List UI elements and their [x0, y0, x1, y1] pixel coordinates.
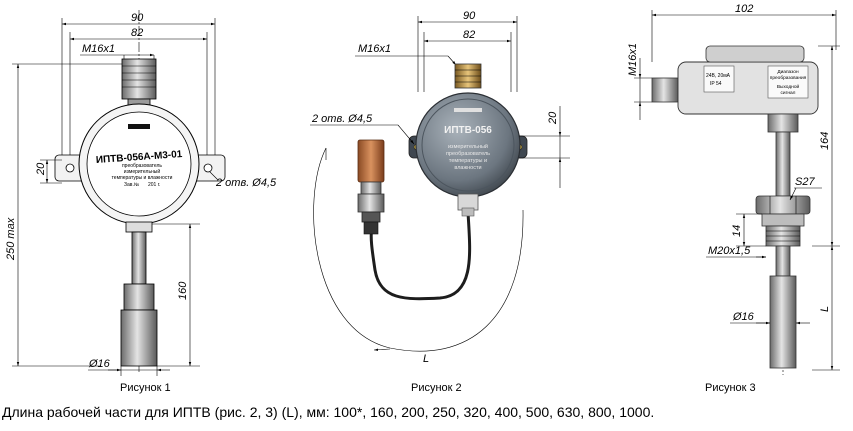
- dim-dia16-fig3: Ø16: [732, 311, 755, 323]
- dim-160: 160: [177, 281, 189, 300]
- dim-thread-m20: M20x1,5: [708, 245, 751, 257]
- label-model-fig2: ИПТВ-056: [444, 125, 492, 136]
- dim-thread-fig2: M16x1: [358, 43, 391, 55]
- dim-length-fig2: L: [423, 353, 429, 365]
- dim-width-90: 90: [131, 12, 144, 24]
- label-right3-fig3: Выходной: [777, 83, 800, 90]
- figure-1: 90 82 M16x1 ИПТВ-056А-М3-01 преобразоват…: [5, 10, 277, 394]
- figure-3: 102 M16x1 24В, 20мА IP 54 Диапазон преоб…: [627, 3, 840, 394]
- label-line4-fig1: Зав.№: [124, 182, 139, 188]
- label-right1-fig3: Диапазон: [777, 69, 799, 75]
- dim-width-102: 102: [735, 3, 753, 15]
- label-right4-fig3: сигнал: [781, 91, 796, 96]
- label-line5-fig1: 201 г.: [148, 182, 160, 188]
- dim-dia16-fig1: Ø16: [88, 358, 111, 370]
- dim-20-fig2: 20: [547, 111, 559, 125]
- label-line3-fig2: температуры и: [449, 158, 487, 164]
- label-line1-fig1: преобразователь: [122, 163, 162, 169]
- dim-thread-m16: M16x1: [82, 43, 115, 55]
- dim-250max: 250 max: [5, 217, 17, 261]
- caption-figure-2: Рисунок 2: [411, 382, 462, 394]
- caption-figure-3: Рисунок 3: [705, 382, 756, 394]
- dim-holes-fig2: 2 отв. Ø4,5: [311, 113, 373, 125]
- label-line4-fig2: влажности: [454, 165, 481, 171]
- figure-2: 90 82 M16x1 L ИПТВ-056 измерительный пре…: [310, 10, 570, 394]
- label-line1-fig2: измерительный: [448, 143, 488, 150]
- label-left1-fig3: 24В, 20мА: [706, 73, 731, 79]
- dim-164: 164: [819, 132, 831, 150]
- dim-width-82-fig2: 82: [463, 29, 475, 41]
- dim-14: 14: [731, 225, 743, 237]
- dim-holes-fig1: 2 отв. Ø4,5: [215, 177, 277, 189]
- label-line3-fig1: температуры и влажности: [112, 175, 173, 181]
- dim-thread-fig3: M16x1: [627, 43, 639, 76]
- dim-key-s27: S27: [795, 176, 815, 188]
- dim-20-fig1: 20: [35, 162, 47, 176]
- footer-note: Длина рабочей части для ИПТВ (рис. 2, 3)…: [2, 404, 655, 420]
- dim-length-fig3: L: [819, 306, 831, 312]
- label-line2-fig2: преобразователь: [446, 151, 490, 157]
- label-left2-fig3: IP 54: [710, 81, 722, 87]
- dim-width-90-fig2: 90: [463, 10, 476, 22]
- label-line2-fig1: измерительный: [124, 168, 161, 175]
- caption-figure-1: Рисунок 1: [120, 382, 171, 394]
- dim-width-82: 82: [131, 27, 143, 39]
- label-right2-fig3: преобразования: [770, 75, 807, 81]
